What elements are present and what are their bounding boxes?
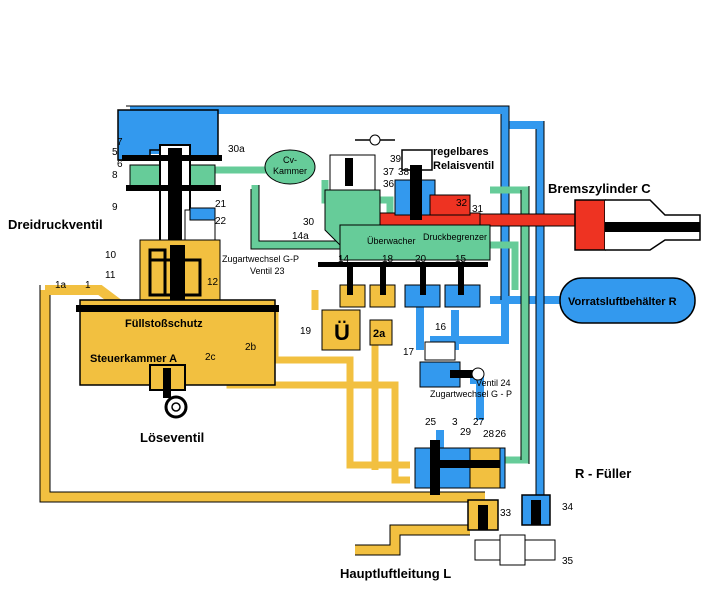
num-19: 19 bbox=[300, 326, 312, 337]
vorratsluftbehaelter-r bbox=[559, 277, 696, 324]
num-26: 26 bbox=[495, 429, 507, 440]
num-27: 27 bbox=[473, 417, 485, 428]
num-10: 10 bbox=[105, 250, 117, 261]
ue-chamber bbox=[321, 309, 361, 351]
steuerkammer-a bbox=[76, 299, 279, 398]
num-15: 15 bbox=[455, 254, 467, 265]
num-33: 33 bbox=[500, 508, 512, 519]
num-39: 39 bbox=[390, 154, 402, 165]
num-14a: 14a bbox=[292, 231, 309, 242]
num-18: 18 bbox=[382, 254, 394, 265]
num-1a: 1a bbox=[55, 280, 67, 291]
num-2c: 2c bbox=[205, 352, 216, 363]
num-7: 7 bbox=[117, 137, 123, 148]
num-25: 25 bbox=[425, 417, 437, 428]
label-loeseventil: Löseventil bbox=[140, 430, 204, 445]
num-5: 5 bbox=[112, 147, 118, 158]
num-21: 21 bbox=[215, 199, 227, 210]
loeseventil-knob bbox=[164, 395, 188, 419]
num-29: 29 bbox=[460, 427, 472, 438]
label-steuerkammer: Steuerkammer A bbox=[90, 353, 177, 365]
chamber-2a bbox=[369, 319, 393, 346]
num-1: 1 bbox=[85, 280, 91, 291]
dreidruckventil-body bbox=[117, 109, 222, 301]
main-line-bottom bbox=[355, 525, 470, 555]
bremszylinder-c bbox=[574, 199, 701, 251]
num-20: 20 bbox=[415, 254, 427, 265]
druckbegrenzer-block bbox=[318, 224, 491, 308]
label-regelbares-b: Relaisventil bbox=[433, 160, 494, 172]
num-34: 34 bbox=[562, 502, 574, 513]
label-bremszylinder: Bremszylinder C bbox=[548, 181, 651, 196]
label-chamber-2a: 2a bbox=[373, 328, 386, 340]
label-ventil24-a: Ventil 24 bbox=[476, 378, 511, 388]
label-dreidruckventil: Dreidruckventil bbox=[8, 217, 103, 232]
label-zugartwechsel-23b: Ventil 23 bbox=[250, 266, 285, 276]
num-30: 30 bbox=[303, 217, 315, 228]
num-30a: 30a bbox=[228, 144, 245, 155]
num-11: 11 bbox=[105, 270, 116, 281]
num-32: 32 bbox=[456, 198, 468, 209]
label-ue-chamber: Ü bbox=[334, 320, 350, 345]
valve-35 bbox=[474, 534, 556, 566]
num-38: 38 bbox=[398, 167, 410, 178]
cv-kammer bbox=[264, 149, 316, 185]
num-8: 8 bbox=[112, 170, 118, 181]
num-37: 37 bbox=[383, 167, 395, 178]
label-cv-kammer-b: Kammer bbox=[273, 166, 307, 176]
num-16: 16 bbox=[435, 322, 447, 333]
number-callouts: 1a 1 2b 2c 3 5 6 7 8 9 10 11 12 14 14a 1… bbox=[55, 137, 574, 567]
label-ueberwacher: Überwacher bbox=[367, 236, 416, 246]
label-hauptluftleitung: Hauptluftleitung L bbox=[340, 566, 451, 581]
label-cv-kammer-a: Cv- bbox=[283, 155, 297, 165]
label-ventil24-b: Zugartwechsel G - P bbox=[430, 389, 512, 399]
num-12: 12 bbox=[207, 277, 219, 288]
valve-33 bbox=[467, 499, 499, 531]
label-zugartwechsel-23a: Zugartwechsel G-P bbox=[222, 254, 299, 264]
label-druckbegrenzer: Druckbegrenzer bbox=[423, 232, 487, 242]
num-31: 31 bbox=[472, 204, 484, 215]
num-14: 14 bbox=[338, 254, 350, 265]
num-28: 28 bbox=[483, 429, 495, 440]
num-36: 36 bbox=[383, 179, 395, 190]
label-fuellstossschutz: Füllstoßschutz bbox=[125, 318, 203, 330]
r-fueller bbox=[414, 440, 506, 495]
label-r-fueller: R - Füller bbox=[575, 466, 631, 481]
num-17: 17 bbox=[403, 347, 415, 358]
num-35: 35 bbox=[562, 556, 574, 567]
num-6: 6 bbox=[117, 159, 123, 170]
label-vorratsluft: Vorratsluftbehälter R bbox=[568, 296, 677, 308]
num-9: 9 bbox=[112, 202, 118, 213]
num-3: 3 bbox=[452, 417, 458, 428]
label-regelbares-a: regelbares bbox=[433, 146, 489, 158]
valve-34 bbox=[521, 494, 551, 526]
ventil-24 bbox=[419, 341, 485, 388]
num-22: 22 bbox=[215, 216, 227, 227]
num-2b: 2b bbox=[245, 342, 257, 353]
